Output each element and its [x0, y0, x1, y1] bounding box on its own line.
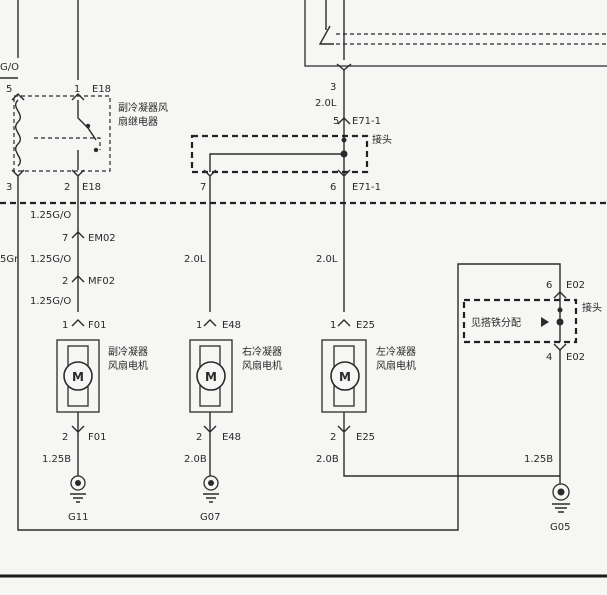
relay-input-wires — [17, 0, 79, 80]
joint-node — [340, 150, 348, 158]
relay-name-1: 副冷凝器风 — [118, 101, 168, 114]
svg-text:2: 2 — [196, 432, 202, 443]
relay-pin-2: 2 — [64, 182, 70, 193]
pin-5-label: 5 — [333, 116, 339, 127]
wire-125go-2: 1.25G/O — [30, 254, 71, 265]
module-switch — [318, 0, 334, 45]
svg-text:2.0B: 2.0B — [316, 454, 339, 465]
ground-g05-label: G05 — [550, 522, 570, 533]
svg-text:1: 1 — [62, 320, 68, 331]
relay-box — [13, 95, 111, 172]
svg-text:6: 6 — [546, 280, 552, 291]
ground-ref-arrow-icon — [541, 317, 549, 327]
relay-e18-top: E18 — [92, 84, 111, 95]
svg-text:E02: E02 — [566, 280, 585, 291]
pin-7-joint-label: 7 — [200, 182, 206, 193]
e71-1-bottom-label: E71-1 — [352, 182, 381, 193]
e71-1-top-label: E71-1 — [352, 116, 381, 127]
module-box-outline — [304, 0, 607, 67]
svg-text:接头: 接头 — [582, 301, 602, 314]
svg-text:风扇电机: 风扇电机 — [108, 359, 148, 372]
wire-2-0l-top: 2.0L — [315, 98, 337, 109]
left-fan-wire-label: 2.0L — [316, 254, 338, 265]
ground-g07-icon — [203, 475, 219, 491]
relay-coil — [15, 99, 21, 167]
relay-pin-5: 5 — [6, 84, 12, 95]
svg-text:4: 4 — [546, 352, 552, 363]
em02-connector — [71, 231, 85, 239]
relay-name-2: 扇继电器 — [118, 115, 158, 128]
joint-label-e71: 接头 — [372, 133, 392, 146]
mf02-connector — [71, 275, 85, 283]
svg-text:1.25B: 1.25B — [524, 454, 553, 465]
ground-return-wire — [17, 176, 561, 531]
svg-text:E25: E25 — [356, 432, 375, 443]
svg-text:2: 2 — [62, 432, 68, 443]
em02-label: EM02 — [88, 233, 116, 244]
ground-joint-e02: 6 E02 接头 见搭铁分配 4 E02 1.25B G05 — [462, 280, 602, 533]
e71-top-connector — [337, 117, 351, 125]
right-fan-wire-label: 2.0L — [184, 254, 206, 265]
svg-text:风扇电机: 风扇电机 — [242, 359, 282, 372]
wire-125go-1: 1.25G/O — [30, 210, 71, 221]
mf02-pin: 2 — [62, 276, 68, 287]
svg-text:1: 1 — [330, 320, 336, 331]
left-edge-wire-label: 5Gr — [0, 254, 19, 265]
svg-text:2.0B: 2.0B — [184, 454, 207, 465]
ground-g07-label: G07 — [200, 512, 220, 523]
relay-wire-go: G/O — [0, 62, 19, 73]
em02-pin: 7 — [62, 233, 68, 244]
svg-text:E25: E25 — [356, 320, 375, 331]
joint-box-e71 — [190, 134, 369, 174]
pin-3-label: 3 — [330, 82, 336, 93]
svg-text:E48: E48 — [222, 432, 241, 443]
relay-e18-bottom: E18 — [82, 182, 101, 193]
svg-text:E48: E48 — [222, 320, 241, 331]
svg-text:F01: F01 — [88, 320, 106, 331]
relay-link — [34, 137, 101, 150]
relay-pin-1: 1 — [74, 84, 80, 95]
module-connector-arrow — [336, 63, 352, 71]
relay-contact — [77, 100, 97, 170]
sub-condenser-fan-motor: 1 F01 M 副冷凝器 风扇电机 2 F01 1.25B G11 — [42, 319, 148, 523]
pin-6-joint-label: 6 — [330, 182, 336, 193]
svg-text:M: M — [339, 370, 351, 384]
ground-g11-label: G11 — [68, 512, 88, 523]
ground-g11-icon — [70, 475, 86, 491]
wire-125go-3: 1.25G/O — [30, 296, 71, 307]
svg-text:1: 1 — [196, 320, 202, 331]
pin-6-connector — [337, 169, 351, 177]
joint-bus-wire — [209, 153, 344, 172]
svg-text:风扇电机: 风扇电机 — [376, 359, 416, 372]
svg-text:M: M — [205, 370, 217, 384]
svg-text:E02: E02 — [566, 352, 585, 363]
svg-text:右冷凝器: 右冷凝器 — [242, 345, 282, 358]
mf02-label: MF02 — [88, 276, 115, 287]
svg-text:左冷凝器: 左冷凝器 — [376, 345, 416, 358]
motor-symbol: M — [72, 370, 84, 384]
right-condenser-fan-motor: 1 E48 M 右冷凝器 风扇电机 2 E48 2.0B G07 — [184, 319, 282, 523]
module-internal-dash — [336, 33, 607, 45]
svg-text:1.25B: 1.25B — [42, 454, 71, 465]
left-condenser-fan-motor: 1 E25 M 左冷凝器 风扇电机 2 E25 2.0B — [316, 319, 560, 477]
ground-ref-text: 见搭铁分配 — [471, 316, 521, 329]
joint-node-top — [341, 137, 347, 143]
svg-text:副冷凝器: 副冷凝器 — [108, 345, 148, 358]
svg-text:F01: F01 — [88, 432, 106, 443]
svg-text:2: 2 — [330, 432, 336, 443]
relay-contact-dot-b — [93, 147, 99, 153]
ground-g05-icon — [552, 483, 570, 501]
ground-joint-box — [462, 298, 578, 344]
relay-pin-3: 3 — [6, 182, 12, 193]
relay-contact-dot-a — [85, 123, 91, 129]
